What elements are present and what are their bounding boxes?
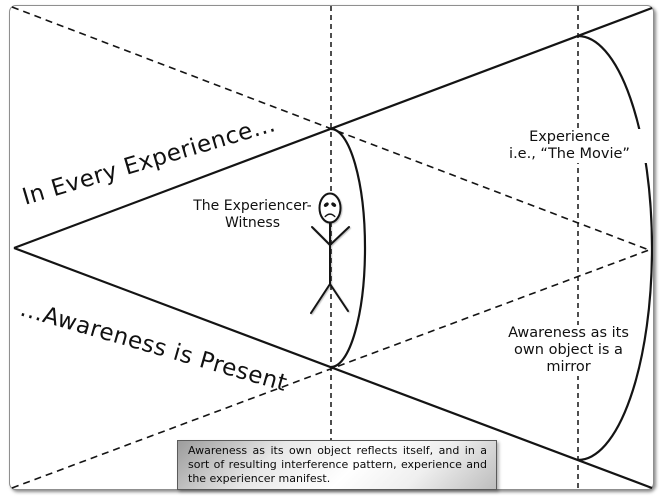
stick-figure-left-arm (311, 226, 331, 246)
experience-movie-label-line1: Experience (529, 129, 610, 145)
solid-cone-lower-line (13, 246, 653, 489)
frown-mouth (324, 213, 336, 218)
diagram-frame: In Every Experience... ...Awareness is P… (9, 5, 654, 491)
stick-figure (310, 192, 350, 314)
experiencer-witness-label-line1: The Experiencer- (193, 198, 312, 214)
cone-diagram-canvas (11, 6, 653, 489)
caption-box: Awareness as its own object reflects its… (177, 440, 497, 491)
left-eye (323, 202, 329, 207)
stick-figure-right-arm (329, 226, 350, 246)
witness-cross-section-arc (330, 127, 367, 369)
screen-cross-section-arc (577, 34, 653, 462)
experience-movie-label-line2: i.e., “The Movie” (509, 146, 630, 162)
experiencer-witness-label: The Experiencer- Witness (180, 198, 325, 231)
experience-movie-label: Experience i.e., “The Movie” (492, 129, 647, 163)
solid-cone-upper-line (13, 6, 653, 250)
stick-figure-sad-face (323, 202, 337, 218)
awareness-mirror-label: Awareness as its own object is a mirror (502, 325, 635, 376)
caption-text: Awareness as its own object reflects its… (188, 444, 487, 485)
experiencer-witness-label-line2: Witness (225, 214, 280, 231)
stick-figure-left-leg (310, 283, 331, 314)
stick-figure-right-leg (329, 283, 349, 312)
right-eye (331, 202, 337, 207)
